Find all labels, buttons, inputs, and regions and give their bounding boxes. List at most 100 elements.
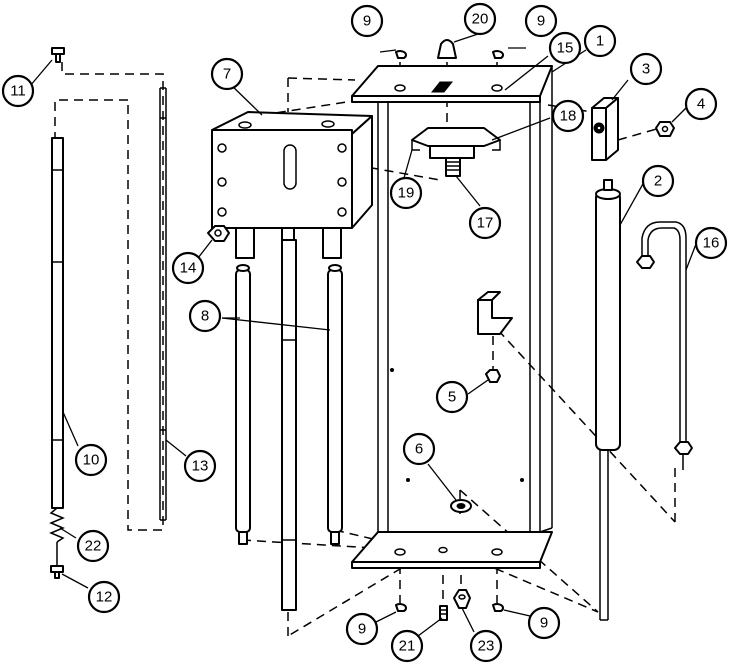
leader-19 (403, 149, 413, 179)
callout-21: 21 (390, 629, 424, 663)
leader-18 (491, 117, 551, 141)
leader-17 (455, 175, 481, 207)
screw-9-top-right (492, 50, 504, 59)
leader-10 (62, 411, 79, 447)
callout-10-label: 10 (83, 452, 100, 469)
sensor-16-wire (641, 221, 687, 448)
rod-8-right (327, 269, 343, 533)
rod-8-center (281, 239, 297, 611)
callout-20: 20 (463, 2, 497, 36)
leader-20 (453, 33, 479, 43)
callout-7-label: 7 (223, 66, 231, 83)
thermostat-17 (411, 127, 501, 177)
callout-18-label: 18 (560, 108, 577, 125)
callout-16: 16 (694, 226, 728, 260)
nut-5 (485, 369, 501, 383)
top-hardware (395, 39, 504, 59)
dashed-line-lower-right-diagonal (439, 544, 599, 613)
dashed-line-bracket-top2 (287, 77, 356, 81)
callout-9-bottom-right: 9 (527, 606, 561, 640)
callout-9-bottom-left: 9 (345, 612, 379, 646)
callout-5: 5 (435, 380, 469, 414)
leader-16 (685, 243, 697, 271)
leader-9a (379, 49, 397, 53)
leader-14 (197, 239, 213, 259)
base-plate (351, 531, 553, 563)
clip-3-body (591, 107, 607, 161)
leader-8b (221, 317, 331, 331)
bottom-hardware (395, 589, 504, 621)
callout-5-label: 5 (448, 389, 456, 406)
thermostat-body (429, 145, 475, 159)
nut-4 (655, 121, 675, 137)
callout-1-label: 1 (596, 33, 604, 50)
post-left (235, 227, 255, 259)
leader-9d (503, 609, 531, 617)
bracket-5 (477, 291, 513, 383)
dashed-line-rod13-loop (61, 62, 164, 531)
callout-16-label: 16 (703, 235, 720, 252)
leader-9c (375, 611, 397, 623)
callout-3-label: 3 (642, 61, 650, 78)
callout-22: 22 (76, 529, 110, 563)
leader-3 (611, 79, 629, 101)
spring-22 (49, 507, 65, 543)
screw-21 (439, 605, 448, 621)
callout-13-label: 13 (192, 458, 209, 475)
callout-4-label: 4 (697, 96, 705, 113)
callout-9b-label: 9 (537, 13, 545, 30)
leader-11 (29, 59, 53, 87)
leader-12 (61, 573, 89, 589)
callout-12: 12 (87, 580, 121, 614)
cap-20 (437, 39, 457, 59)
callout-12-label: 12 (96, 589, 113, 606)
callout-9-top-right: 9 (524, 4, 558, 38)
tube-2 (595, 179, 621, 621)
top-plate-slot (430, 81, 454, 93)
callout-22-label: 22 (85, 538, 102, 555)
callout-4: 4 (684, 87, 718, 121)
leader-5 (467, 379, 489, 395)
bracket-7-side-face (351, 115, 373, 229)
callouts: 11 7 9 20 9 15 1 3 4 18 19 17 2 16 14 8 … (1, 2, 728, 663)
callout-17-label: 17 (477, 215, 494, 232)
bracket-5-body (477, 299, 513, 335)
screw-9-bottom-left (395, 603, 407, 612)
callout-15-label: 15 (557, 40, 574, 57)
tube-2-body (595, 191, 621, 451)
thermostat-stem (445, 157, 461, 177)
callout-1: 1 (583, 24, 617, 58)
leader-4 (671, 107, 687, 123)
rod-13 (159, 87, 167, 521)
callout-23-label: 23 (478, 638, 495, 655)
callout-15: 15 (548, 31, 582, 65)
thermostat-clip-18 (411, 127, 501, 147)
dashed-line-nut4 (617, 127, 661, 141)
callout-9-top-left: 9 (350, 4, 384, 38)
leader-23 (461, 607, 475, 633)
rod-10-body (51, 137, 64, 509)
callout-9d-label: 9 (540, 615, 548, 632)
top-plate (351, 65, 553, 97)
callout-19-label: 19 (398, 185, 415, 202)
screw-9-bottom-right (492, 603, 504, 612)
leader-15 (504, 55, 549, 91)
callout-20-label: 20 (472, 11, 489, 28)
leader-22 (59, 527, 77, 539)
callout-14-label: 14 (180, 260, 197, 277)
callout-11-label: 11 (10, 83, 26, 100)
rod-8-left (235, 269, 251, 533)
callout-3: 3 (629, 52, 663, 86)
dashed-line-tab-diagonal (497, 329, 676, 523)
leader-2 (619, 181, 645, 226)
leader-21 (417, 617, 443, 637)
dashed-line-rod10-top (54, 99, 128, 138)
callout-13: 13 (183, 449, 217, 483)
callout-7: 7 (210, 57, 244, 91)
rods-8 (235, 239, 343, 611)
callout-2-label: 2 (654, 173, 662, 190)
callout-10: 10 (74, 443, 108, 477)
post-right (322, 227, 342, 259)
callout-14: 14 (171, 251, 205, 285)
